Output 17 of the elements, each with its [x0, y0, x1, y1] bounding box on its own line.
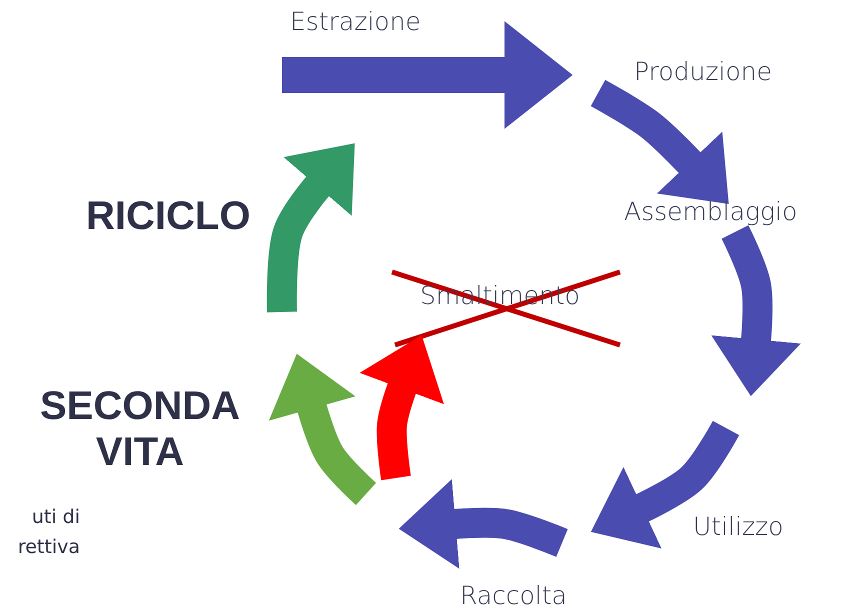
stage-heading: RICICLO: [86, 193, 250, 239]
stage-label: Utilizzo: [693, 513, 784, 542]
stage-label: Raccolta: [460, 582, 567, 611]
stage-heading: SECONDA VITA: [38, 383, 242, 475]
arrow: [398, 479, 568, 569]
stage-label: Assemblaggio: [624, 198, 798, 227]
arrow: [282, 21, 573, 129]
arrow: [711, 225, 801, 396]
stage-label: Estrazione: [290, 8, 421, 37]
text-fragment: uti di: [32, 506, 80, 528]
arrow: [590, 80, 729, 204]
arrow: [268, 354, 376, 506]
text-fragment: rettiva: [18, 536, 80, 558]
arrow: [591, 420, 740, 548]
arrow: [266, 143, 355, 312]
arrow: [360, 335, 444, 480]
stage-label: Produzione: [634, 58, 772, 87]
